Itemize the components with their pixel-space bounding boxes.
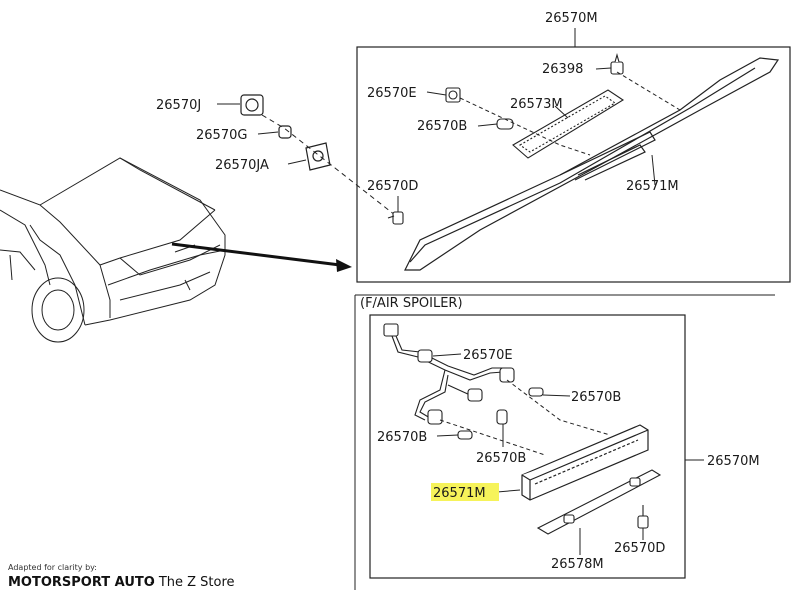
highlight-26571M: [431, 483, 499, 501]
label-26570B-top: 26570B: [417, 119, 467, 134]
label-26570E-top: 26570E: [367, 86, 417, 101]
label-26570E-bottom: 26570E: [463, 348, 513, 363]
part-26570B-top-icon: [496, 118, 514, 130]
part-26570E-top-icon: [445, 87, 461, 103]
top-leaders: [217, 67, 656, 212]
top-assembly-frame: [356, 46, 791, 283]
label-26571M-bottom: 26571M: [433, 486, 486, 501]
part-26578M-bracket-icon: [536, 469, 662, 535]
part-26570D-top-icon: [387, 211, 404, 225]
label-26570B-mid: 26570B: [476, 451, 526, 466]
part-26570D-bottom-icon: [637, 505, 649, 529]
label-26570B-left: 26570B: [377, 430, 427, 445]
part-26570J-icon: [240, 94, 264, 116]
label-f-air-spoiler: (F/AIR SPOILER): [360, 296, 463, 311]
part-26570G-icon: [278, 125, 292, 139]
label-26570G: 26570G: [196, 128, 247, 143]
label-26570J: 26570J: [156, 98, 201, 113]
rear-spoiler-drawing: [404, 57, 780, 271]
label-26570D-bottom: 26570D: [614, 541, 665, 556]
part-26398-icon: [610, 52, 624, 75]
bottom-leaders: [432, 353, 644, 555]
credit-line1: Adapted for clarity by:: [8, 563, 97, 572]
car-rear-illustration: [0, 157, 226, 343]
part-26571M-lamp-icon: [521, 424, 649, 501]
label-26570D-top: 26570D: [367, 179, 418, 194]
wire-harness-drawing: [383, 323, 544, 440]
credit-brand: MOTORSPORT AUTO: [8, 575, 155, 590]
label-26570M-top: 26570M: [545, 11, 598, 26]
label-26573M: 26573M: [510, 97, 563, 112]
label-26570M-right: 26570M: [707, 454, 760, 469]
label-26578M: 26578M: [551, 557, 604, 572]
part-26573M-icon: [512, 89, 625, 159]
label-26570JA: 26570JA: [215, 158, 269, 173]
callout-arrow: [171, 242, 352, 272]
label-26571M-top: 26571M: [626, 179, 679, 194]
bottom-assembly-frame: [369, 314, 686, 579]
label-26570B-right: 26570B: [571, 390, 621, 405]
part-26570JA-icon: [305, 142, 331, 171]
credit-store: - The Z Store: [150, 575, 235, 590]
label-26398: 26398: [542, 62, 583, 77]
